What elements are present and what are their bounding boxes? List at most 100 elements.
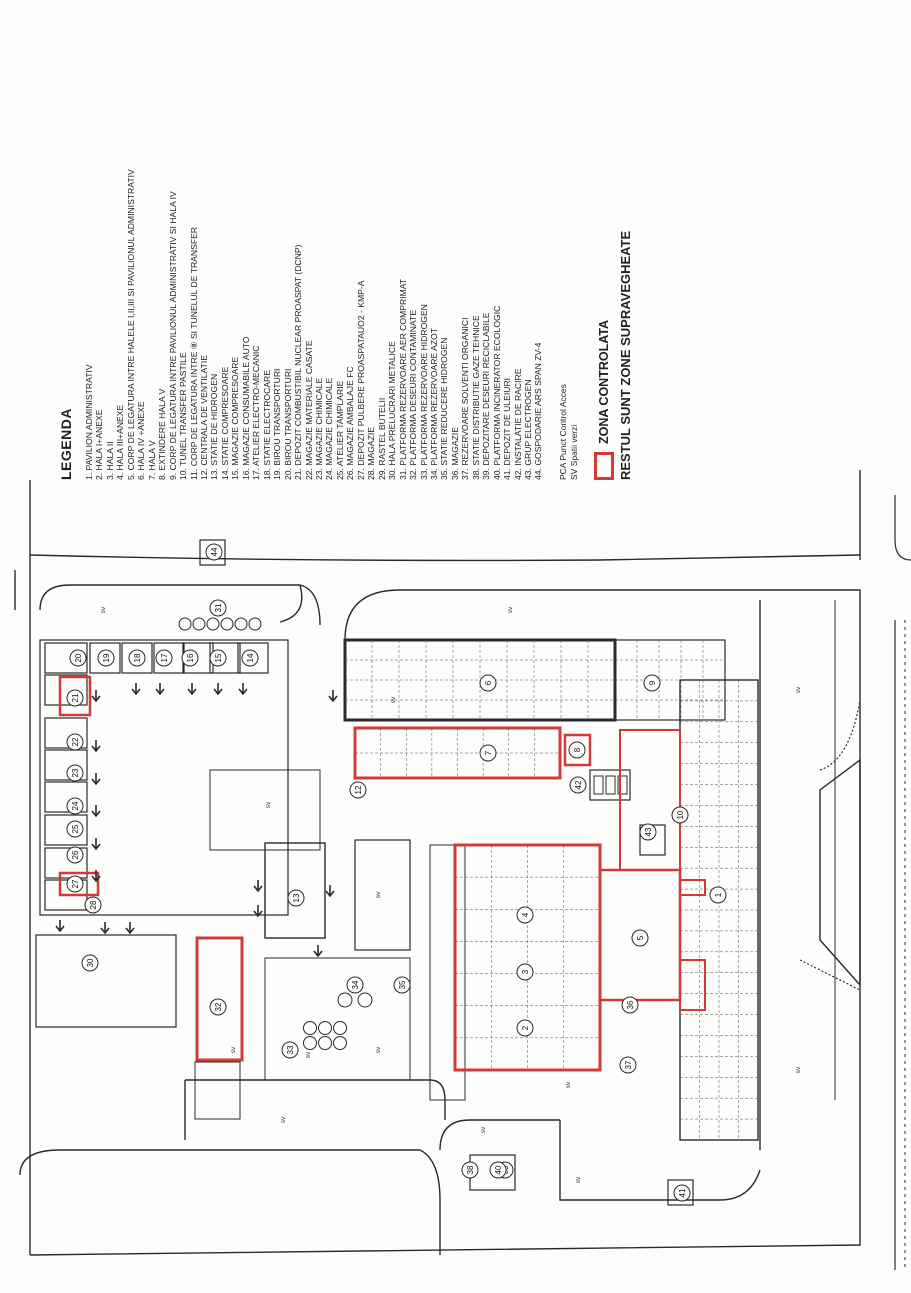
- building-marker-number: 36: [626, 1000, 635, 1009]
- building-marker-30: 30: [81, 954, 99, 972]
- building-marker-circle: [66, 846, 84, 864]
- nitrogen-tank-1: [357, 992, 373, 1008]
- access-arrow-13: [125, 922, 135, 935]
- building-marker-number: 43: [644, 827, 653, 836]
- building-marker-13: 13: [287, 889, 305, 907]
- building-marker-number: 21: [71, 693, 80, 702]
- access-arrow-8: [187, 683, 197, 696]
- building-marker-circle: [516, 963, 534, 981]
- warehouse-strip-b-5: [237, 642, 269, 674]
- access-arrow-15: [253, 905, 263, 918]
- instalatie-racire-outline: [589, 769, 631, 801]
- building-marker-circle: [66, 797, 84, 815]
- building-marker-37: 37: [619, 1056, 637, 1074]
- building-marker-number: 24: [71, 801, 80, 810]
- air-tank-5: [248, 617, 262, 631]
- building-marker-circle: [516, 1019, 534, 1037]
- green-space-label: sv: [265, 801, 272, 808]
- building-marker-number: 13: [292, 893, 301, 902]
- statie-hidrogen-outline: [264, 842, 326, 939]
- building-marker-number: 32: [214, 1002, 223, 1011]
- access-arrow-4: [91, 838, 101, 851]
- warehouse-strip-a-4: [44, 781, 88, 813]
- building-marker-number: 5: [636, 935, 645, 940]
- green-space-label: sv: [795, 1066, 802, 1073]
- west-annex-strip: [429, 844, 466, 1101]
- building-marker-number: 30: [86, 958, 95, 967]
- controlled-depozit-uo2: [58, 871, 100, 897]
- building-marker-number: 33: [286, 1045, 295, 1054]
- access-arrow-5: [91, 870, 101, 883]
- building-marker-number: 9: [648, 680, 657, 685]
- building-marker-circle: [66, 764, 84, 782]
- access-arrow-3: [91, 805, 101, 818]
- controlled-extindere-hala-v: [563, 733, 592, 767]
- warehouse-strip-a-6: [44, 847, 88, 879]
- controlled-link-2: [679, 959, 706, 1011]
- building-marker-number: 7: [484, 750, 493, 755]
- building-marker-circle: [479, 744, 497, 762]
- building-marker-circle: [568, 741, 586, 759]
- warehouse-strip-a-1: [44, 674, 88, 706]
- building-marker-number: 40: [494, 1165, 503, 1174]
- building-marker-23: 23: [66, 764, 84, 782]
- building-marker-circle: [349, 781, 367, 799]
- building-marker-circle: [287, 889, 305, 907]
- building-marker-number: 4: [521, 912, 530, 917]
- building-marker-number: 12: [354, 785, 363, 794]
- building-marker-circle: [346, 976, 364, 994]
- access-arrow-17: [313, 945, 323, 958]
- access-arrow-16: [325, 885, 335, 898]
- building-marker-circle: [619, 1056, 637, 1074]
- building-marker-number: 35: [398, 980, 407, 989]
- green-space-label: sv: [480, 1126, 487, 1133]
- green-space-label: sv: [375, 1046, 382, 1053]
- cooling-unit-2: [617, 775, 628, 795]
- green-island-outline: [354, 839, 411, 951]
- building-marker-circle: [479, 674, 497, 692]
- building-marker-number: 26: [71, 850, 80, 859]
- building-marker-circle: [209, 998, 227, 1016]
- hydrogen-tank-0-1: [318, 1021, 332, 1035]
- building-marker-5: 5: [631, 929, 649, 947]
- access-arrow-7: [155, 683, 165, 696]
- building-marker-41: 41: [673, 1184, 691, 1202]
- air-tank-2: [206, 617, 220, 631]
- building-marker-32: 32: [209, 998, 227, 1016]
- building-marker-34: 34: [346, 976, 364, 994]
- hydrogen-tank-1-2: [333, 1036, 347, 1050]
- building-marker-10: 10: [671, 806, 689, 824]
- warehouse-strip-a-5: [44, 814, 88, 846]
- building-marker-9: 9: [643, 674, 661, 692]
- access-arrow-1: [91, 740, 101, 753]
- building-marker-circle: [66, 875, 84, 893]
- building-marker-number: 8: [573, 747, 582, 752]
- building-marker-number: 1: [714, 892, 723, 897]
- north-yard-border: [39, 639, 289, 916]
- building-marker-circle: [81, 954, 99, 972]
- building-marker-number: 28: [89, 900, 98, 909]
- building-marker-28: 28: [84, 896, 102, 914]
- building-marker-42: 42: [569, 776, 587, 794]
- building-marker-number: 6: [484, 680, 493, 685]
- building-marker-3: 3: [516, 963, 534, 981]
- building-marker-number: 2: [521, 1025, 530, 1030]
- building-marker-number: 34: [351, 980, 360, 989]
- warehouse-strip-b-1: [121, 642, 153, 674]
- building-marker-35: 35: [393, 976, 411, 994]
- building-marker-18: 18: [128, 649, 146, 667]
- building-marker-number: 10: [676, 810, 685, 819]
- right-road: [799, 495, 911, 1270]
- building-marker-number: 16: [186, 653, 195, 662]
- building-marker-circle: [516, 906, 534, 924]
- pavilion-administrativ-grid: [680, 680, 758, 1140]
- building-marker-number: 15: [214, 653, 223, 662]
- building-marker-17: 17: [155, 649, 173, 667]
- green-space-label: sv: [565, 1081, 572, 1088]
- building-marker-14: 14: [241, 649, 259, 667]
- building-marker-circle: [393, 976, 411, 994]
- building-marker-circle: [241, 649, 259, 667]
- building-marker-circle: [709, 886, 727, 904]
- green-lot-outline: [209, 769, 321, 851]
